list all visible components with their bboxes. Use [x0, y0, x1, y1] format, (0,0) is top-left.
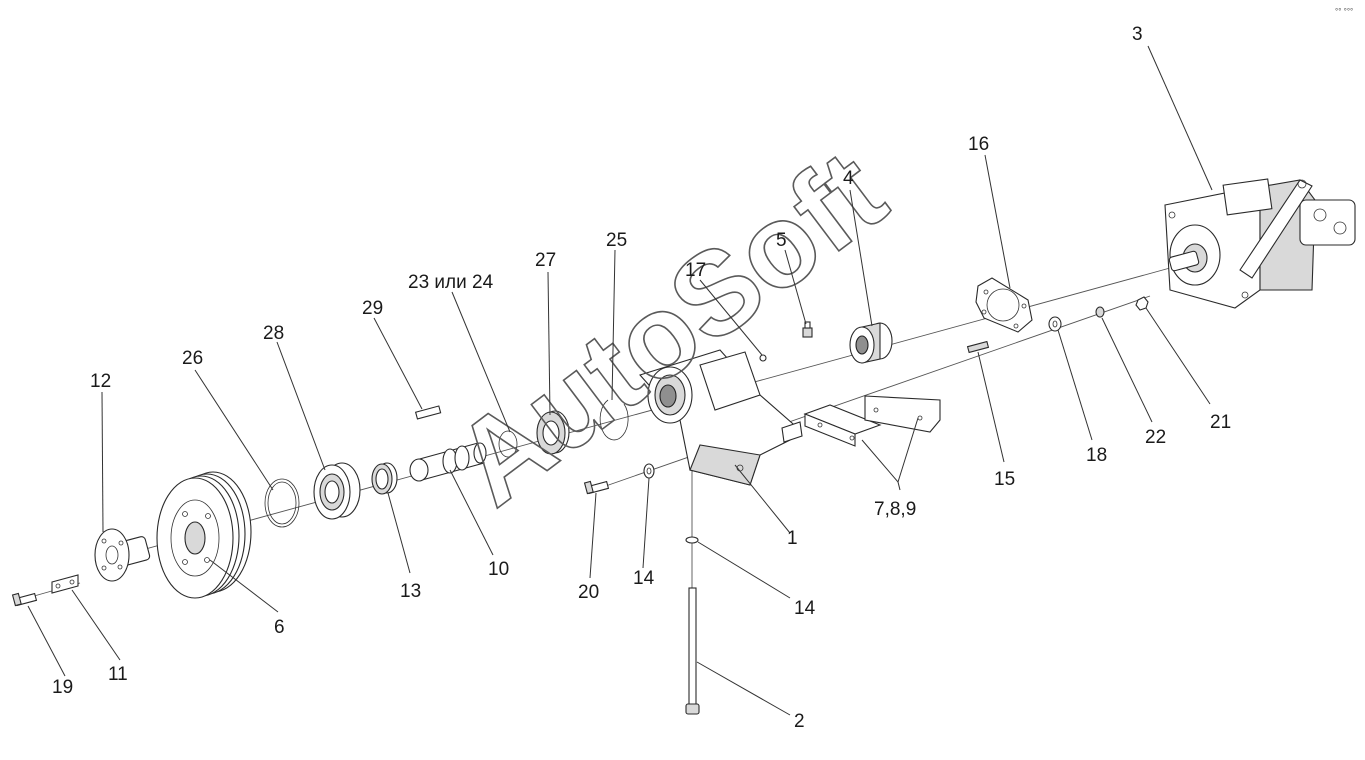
part-28-bearing — [313, 462, 361, 520]
callout-11: 11 — [108, 664, 128, 685]
part-25-circlip — [599, 399, 629, 441]
callout-5: 5 — [776, 230, 787, 251]
part-20-bolt — [583, 480, 610, 495]
corner-mark: °° °°° — [1335, 7, 1353, 16]
callout-15: 15 — [994, 469, 1015, 490]
part-19-screw — [11, 592, 38, 607]
callout-22: 22 — [1145, 427, 1166, 448]
leader-lines — [27, 45, 1213, 716]
part-18-washer — [1048, 316, 1062, 332]
callout-4: 4 — [843, 168, 854, 189]
part-12-flange — [94, 528, 151, 582]
part-14-washer-upper — [643, 463, 655, 479]
callout-14-lower: 14 — [794, 598, 816, 619]
callout-13: 13 — [400, 581, 421, 602]
part-29-key — [414, 405, 442, 420]
part-5-fitting — [802, 321, 813, 338]
part-26-snap-ring — [264, 478, 300, 528]
callout-23-24: 23 или 24 — [408, 272, 494, 293]
part-13-spacer — [371, 462, 398, 495]
callout-20: 20 — [578, 582, 599, 603]
part-2-long-bolt — [685, 536, 700, 715]
part-16-gasket — [975, 277, 1033, 333]
callout-3: 3 — [1132, 24, 1143, 45]
part-17-plug — [759, 354, 767, 362]
part-15-stud — [966, 340, 990, 354]
callout-10: 10 — [488, 559, 509, 580]
callout-2: 2 — [794, 711, 805, 732]
callout-6: 6 — [274, 617, 285, 638]
callout-28: 28 — [263, 323, 284, 344]
callout-1: 1 — [787, 528, 798, 549]
callout-14-upper: 14 — [633, 568, 655, 589]
part-3-pump — [1164, 178, 1356, 309]
callout-17: 17 — [685, 260, 706, 281]
part-22-washer — [1095, 306, 1105, 318]
part-10-shaft — [409, 442, 487, 482]
part-7-8-9-shims — [803, 395, 941, 447]
callout-16: 16 — [968, 134, 989, 155]
callout-7-8-9: 7,8,9 — [874, 499, 916, 520]
part-27-seal — [536, 410, 570, 455]
part-6-pulley — [156, 471, 252, 599]
part-11-plate — [51, 574, 79, 594]
callout-18: 18 — [1086, 445, 1107, 466]
callout-25: 25 — [606, 230, 627, 251]
callout-27: 27 — [535, 250, 556, 271]
callout-labels: 3 4 5 16 17 25 27 23 или 24 29 28 26 12 … — [52, 24, 1231, 732]
part-23-24-ring — [498, 430, 518, 458]
callout-29: 29 — [362, 298, 383, 319]
callout-21: 21 — [1210, 412, 1231, 433]
callout-12: 12 — [90, 371, 111, 392]
part-4-bearing — [849, 322, 893, 364]
callout-19: 19 — [52, 677, 73, 698]
callout-26: 26 — [182, 348, 203, 369]
watermark: AutoSoft — [431, 126, 908, 531]
